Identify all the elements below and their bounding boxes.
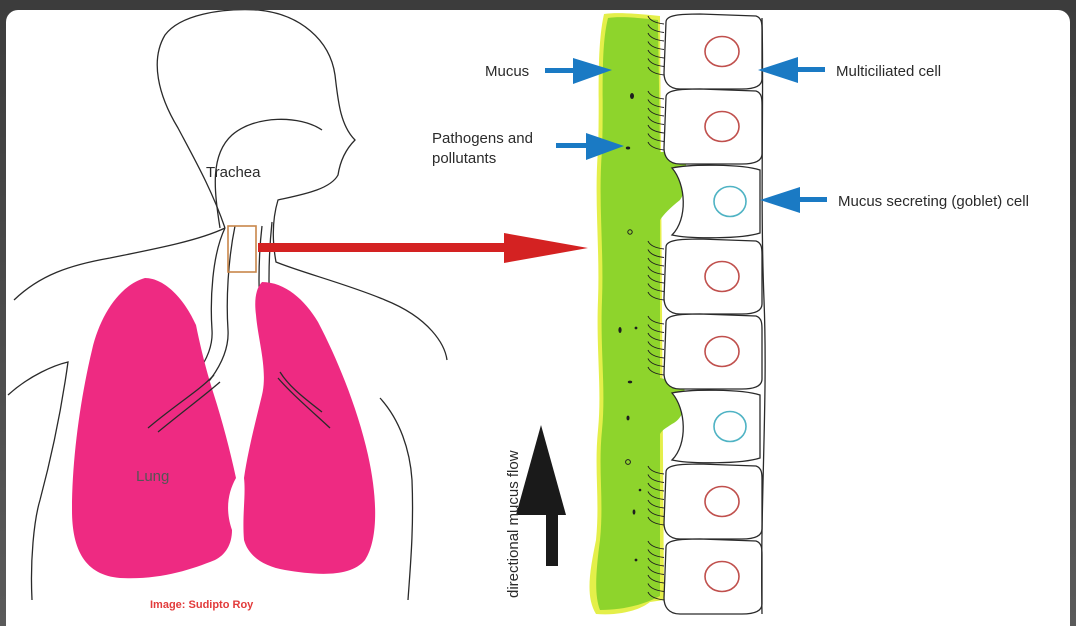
- multiciliated-cell: [664, 239, 762, 314]
- lung-label: Lung: [136, 468, 169, 485]
- right-arm: [380, 398, 413, 600]
- pathogens-label-line1: Pathogens and: [432, 130, 533, 147]
- mucus-flow-arrow: [516, 425, 566, 566]
- multiciliated-cell: [664, 89, 762, 164]
- magnify-arrow-shaft: [258, 243, 508, 252]
- left-shoulder: [14, 228, 225, 300]
- multiciliated-cell: [664, 14, 762, 89]
- left-arm: [8, 362, 68, 600]
- multiciliated-label: Multiciliated cell: [836, 63, 941, 80]
- right-lung: [243, 282, 375, 574]
- trachea-highlight-box: [228, 226, 256, 272]
- multiciliated-cell: [664, 314, 762, 389]
- basement-membrane: [762, 18, 765, 614]
- magnify-arrow-head: [504, 233, 588, 263]
- multiciliated-cell: [664, 539, 762, 614]
- airway-diagram: Trachea Lung Image: Sudipto Roy: [6, 10, 1070, 626]
- epithelial-cells: [648, 14, 762, 614]
- goblet-label: Mucus secreting (goblet) cell: [838, 193, 1029, 210]
- pathogens-label-line2: pollutants: [432, 150, 496, 167]
- flow-label: directional mucus flow: [505, 450, 522, 598]
- mucus-label: Mucus: [485, 63, 529, 80]
- image-credit: Image: Sudipto Roy: [150, 599, 254, 611]
- multiciliated-arrow: [758, 57, 825, 83]
- multiciliated-cell: [664, 464, 762, 539]
- diagram-panel: Trachea Lung Image: Sudipto Roy: [6, 10, 1070, 626]
- goblet-arrow: [760, 187, 827, 213]
- trachea-label: Trachea: [206, 164, 261, 181]
